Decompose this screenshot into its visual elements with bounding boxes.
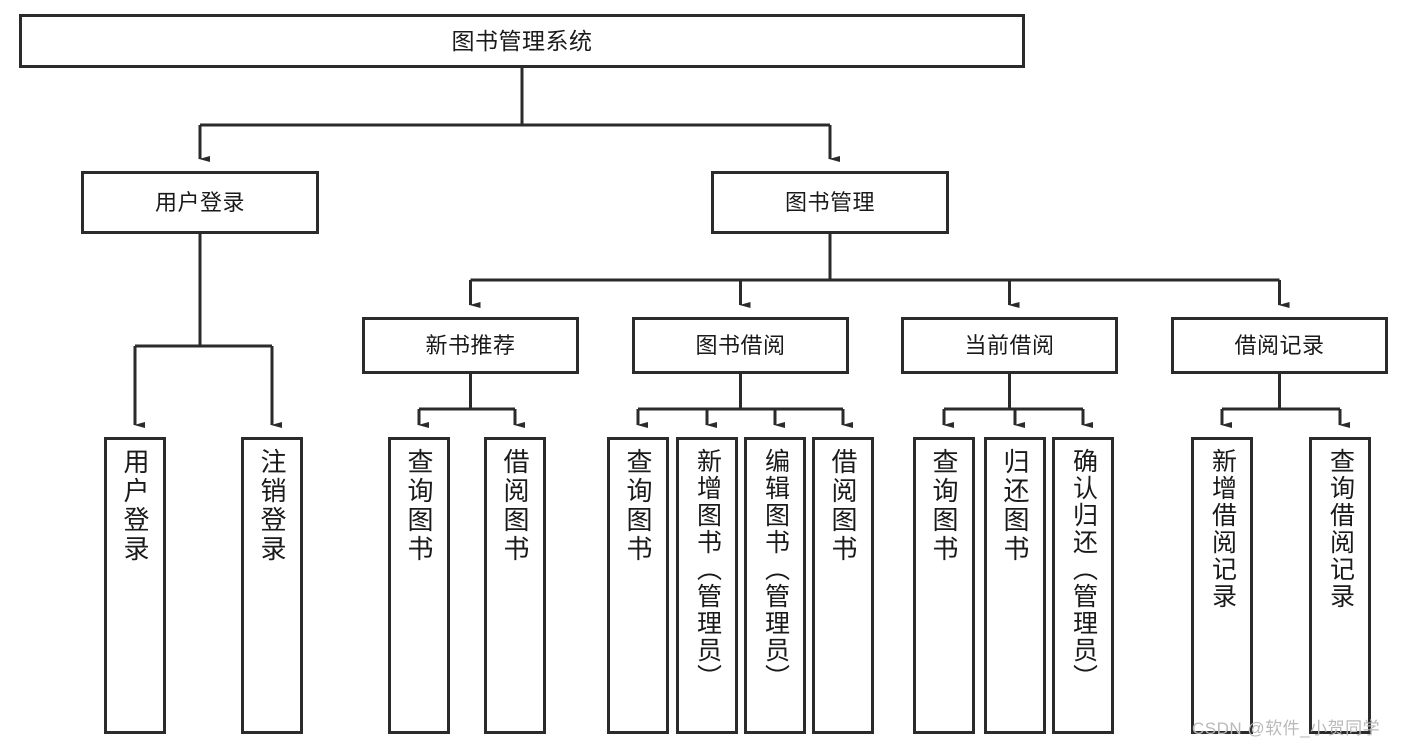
node-label: 注销登录	[257, 448, 287, 564]
node-n8[interactable]: 借阅图书	[812, 437, 874, 734]
node-n12[interactable]: 新增借阅记录	[1191, 437, 1253, 734]
node-l2b[interactable]: 图书管理	[711, 171, 949, 234]
node-label: 确认归还（管理员）	[1069, 448, 1098, 691]
node-label: 当前借阅	[964, 332, 1055, 358]
node-label: 用户登录	[154, 189, 245, 215]
node-l3a[interactable]: 新书推荐	[362, 317, 579, 374]
node-n1[interactable]: 用户登录	[104, 437, 166, 734]
node-label: 新增借阅记录	[1208, 448, 1237, 610]
node-label: 查询图书	[623, 448, 653, 564]
node-n3[interactable]: 查询图书	[388, 437, 450, 734]
node-label: 新增图书（管理员）	[693, 448, 722, 691]
node-n11[interactable]: 确认归还（管理员）	[1052, 437, 1114, 734]
node-label: 图书管理	[784, 189, 875, 215]
node-label: 用户登录	[120, 448, 150, 564]
node-n9[interactable]: 查询图书	[913, 437, 975, 734]
node-label: 借阅记录	[1234, 332, 1325, 358]
node-n2[interactable]: 注销登录	[241, 437, 303, 734]
node-l2a[interactable]: 用户登录	[81, 171, 319, 234]
node-label: 查询图书	[929, 448, 959, 564]
node-l3c[interactable]: 当前借阅	[901, 317, 1118, 374]
node-label: 查询借阅记录	[1326, 448, 1355, 610]
node-label: 图书管理系统	[451, 27, 593, 54]
node-label: 新书推荐	[425, 332, 516, 358]
watermark-text: CSDN @软件_小贺同学	[1192, 719, 1381, 738]
node-n13[interactable]: 查询借阅记录	[1309, 437, 1371, 734]
node-n4[interactable]: 借阅图书	[484, 437, 546, 734]
node-n6[interactable]: 新增图书（管理员）	[676, 437, 738, 734]
node-n7[interactable]: 编辑图书（管理员）	[744, 437, 806, 734]
node-label: 查询图书	[404, 448, 434, 564]
node-label: 借阅图书	[500, 448, 530, 564]
node-label: 编辑图书（管理员）	[761, 448, 790, 691]
node-n10[interactable]: 归还图书	[984, 437, 1046, 734]
node-label: 借阅图书	[828, 448, 858, 564]
node-l3b[interactable]: 图书借阅	[632, 317, 849, 374]
node-label: 图书借阅	[695, 332, 786, 358]
node-root[interactable]: 图书管理系统	[19, 14, 1025, 68]
node-l3d[interactable]: 借阅记录	[1171, 317, 1388, 374]
node-label: 归还图书	[1000, 448, 1030, 564]
node-n5[interactable]: 查询图书	[607, 437, 669, 734]
